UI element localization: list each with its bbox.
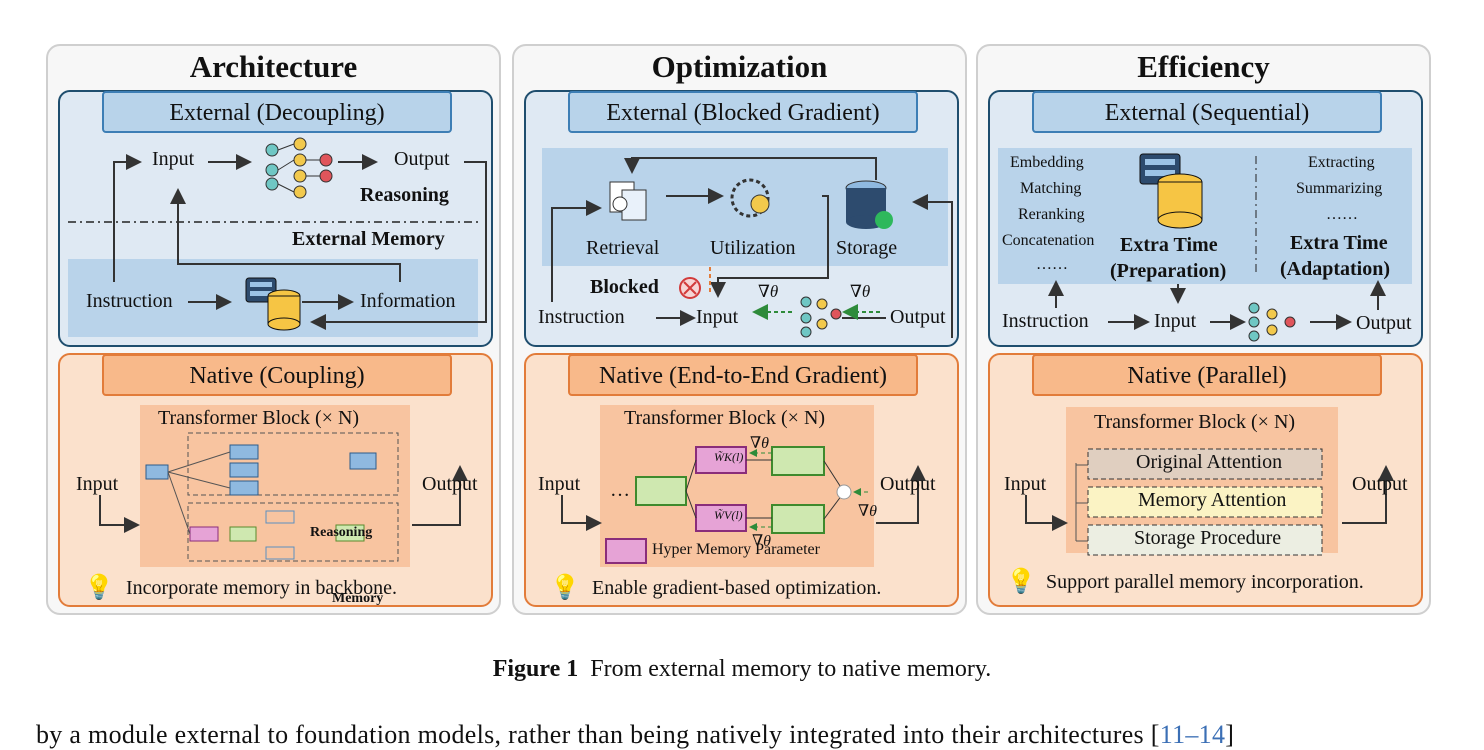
ellipsis-label: … (610, 479, 630, 501)
transformer-block-label: Transformer Block (× N) (1094, 411, 1296, 433)
retrieval-icon (609, 181, 647, 221)
instruction-label: Instruction (538, 306, 625, 328)
gradient-label: ∇θ (758, 282, 779, 301)
blocked-icon (679, 277, 701, 299)
tip-text: Incorporate memory in backbone. (126, 577, 398, 599)
database-icon (1139, 153, 1203, 229)
efficiency-panel: Efficiency External (Sequential) (976, 44, 1431, 615)
lightbulb-icon: 💡 (550, 575, 580, 601)
memory-band (998, 148, 1412, 284)
native-label: Native (Coupling) (102, 354, 452, 396)
prep-item: Concatenation (1002, 232, 1095, 249)
efficiency-native-diagram (1025, 448, 1394, 556)
figure-label: Figure 1 (492, 656, 579, 682)
memory-attention-label: Memory Attention (1138, 489, 1287, 511)
adapt-time-label: Extra Time (1290, 232, 1388, 254)
native-input-label: Input (538, 473, 581, 495)
native-output-label: Output (422, 473, 478, 495)
panel-title: Optimization (651, 49, 828, 84)
adapt-item: Extracting (1308, 154, 1375, 171)
lightbulb-icon: 💡 (84, 575, 114, 601)
lightbulb-icon: 💡 (1006, 569, 1036, 595)
external-label: External (Sequential) (1032, 91, 1382, 133)
optimization-panel: Optimization External (Blocked Gradient) (512, 44, 967, 615)
optimization-external-arrows (551, 157, 953, 338)
database-icon (245, 277, 301, 331)
utilization-icon (730, 178, 770, 218)
instruction-label: Instruction (1002, 310, 1089, 332)
storage-procedure-label: Storage Procedure (1134, 527, 1282, 549)
neural-network-icon (1248, 302, 1296, 342)
output-label: Output (394, 148, 450, 170)
efficiency-external-arrows (1048, 153, 1386, 342)
figure-caption-text: From external memory to native memory. (590, 656, 992, 682)
architecture-external-arrows (68, 137, 487, 331)
external-decoupling-box: External (Decoupling) (58, 90, 493, 347)
output-label: Output (1356, 312, 1412, 334)
native-end-to-end-box: Native (End-to-End Gradient) Transformer… (524, 353, 959, 607)
architecture-panel: Architecture External (Decoupling) (46, 44, 501, 615)
native-input-label: Input (76, 473, 119, 495)
gradient-label: ∇θ (752, 533, 772, 550)
input-label: Input (152, 148, 195, 170)
tip-text: Support parallel memory incorporation. (1046, 571, 1364, 593)
adapt-item: Summarizing (1296, 180, 1383, 197)
external-label: External (Decoupling) (102, 91, 452, 133)
prep-item: …… (1036, 256, 1068, 273)
prep-item: Reranking (1018, 206, 1085, 223)
neural-network-icon (800, 296, 842, 338)
tip-text: Enable gradient-based optimization. (592, 577, 882, 599)
native-reasoning-label: Reasoning (310, 525, 373, 540)
blocked-label: Blocked (590, 276, 659, 298)
original-attention-label: Original Attention (1136, 451, 1283, 473)
gradient-label: ∇θ (850, 282, 871, 301)
transformer-block (140, 405, 410, 567)
storage-icon (845, 180, 893, 229)
storage-label: Storage (836, 237, 898, 259)
native-label: Native (End-to-End Gradient) (568, 354, 918, 396)
transformer-block-label: Transformer Block (× N) (158, 407, 360, 429)
prep-sub-label: (Preparation) (1110, 260, 1227, 282)
neural-network-icon (265, 137, 333, 199)
native-coupling-box: Native (Coupling) Transformer Block (× N… (58, 353, 493, 607)
hyper-memory-label: Hyper Memory Parameter (652, 541, 820, 558)
adapt-item: …… (1326, 206, 1358, 223)
external-sequential-box: External (Sequential) Emb (988, 90, 1423, 347)
gradient-label: ∇θ (750, 435, 770, 452)
adapt-sub-label: (Adaptation) (1280, 258, 1391, 280)
external-blocked-gradient-box: External (Blocked Gradient) (524, 90, 959, 347)
reasoning-label: Reasoning (360, 184, 449, 206)
transformer-block-label: Transformer Block (× N) (624, 407, 826, 429)
instruction-label: Instruction (86, 290, 173, 312)
output-label: Output (890, 306, 946, 328)
wk-label: W̃K(l) (714, 450, 744, 464)
native-input-label: Input (1004, 473, 1047, 495)
body-text-end: ] (1225, 720, 1235, 749)
gradient-label: ∇θ (858, 503, 878, 520)
external-memory-label: External Memory (292, 228, 445, 250)
native-label: Native (Parallel) (1032, 354, 1382, 396)
input-label: Input (1154, 310, 1197, 332)
body-text-main: by a module external to foundation model… (36, 720, 1160, 749)
external-label: External (Blocked Gradient) (568, 91, 918, 133)
wv-label: W̃V(l) (714, 508, 743, 522)
utilization-label: Utilization (710, 237, 796, 259)
input-label: Input (696, 306, 739, 328)
figure-caption: Figure 1 From external memory to native … (0, 656, 1484, 683)
panel-title: Architecture (189, 49, 358, 84)
retrieval-label: Retrieval (586, 237, 660, 259)
native-parallel-box: Native (Parallel) Transformer Block (× N… (988, 353, 1423, 607)
native-output-label: Output (880, 473, 936, 495)
architecture-native-diagram (99, 432, 468, 562)
prep-item: Embedding (1010, 154, 1084, 171)
information-label: Information (360, 290, 456, 312)
prep-item: Matching (1020, 180, 1082, 197)
panel-title: Efficiency (1137, 49, 1270, 84)
body-text: by a module external to foundation model… (36, 720, 1234, 750)
optimization-native-diagram (561, 446, 926, 564)
native-memory-label: Memory (332, 591, 384, 606)
prep-time-label: Extra Time (1120, 234, 1218, 256)
citation-link[interactable]: 11–14 (1159, 720, 1226, 749)
native-output-label: Output (1352, 473, 1408, 495)
